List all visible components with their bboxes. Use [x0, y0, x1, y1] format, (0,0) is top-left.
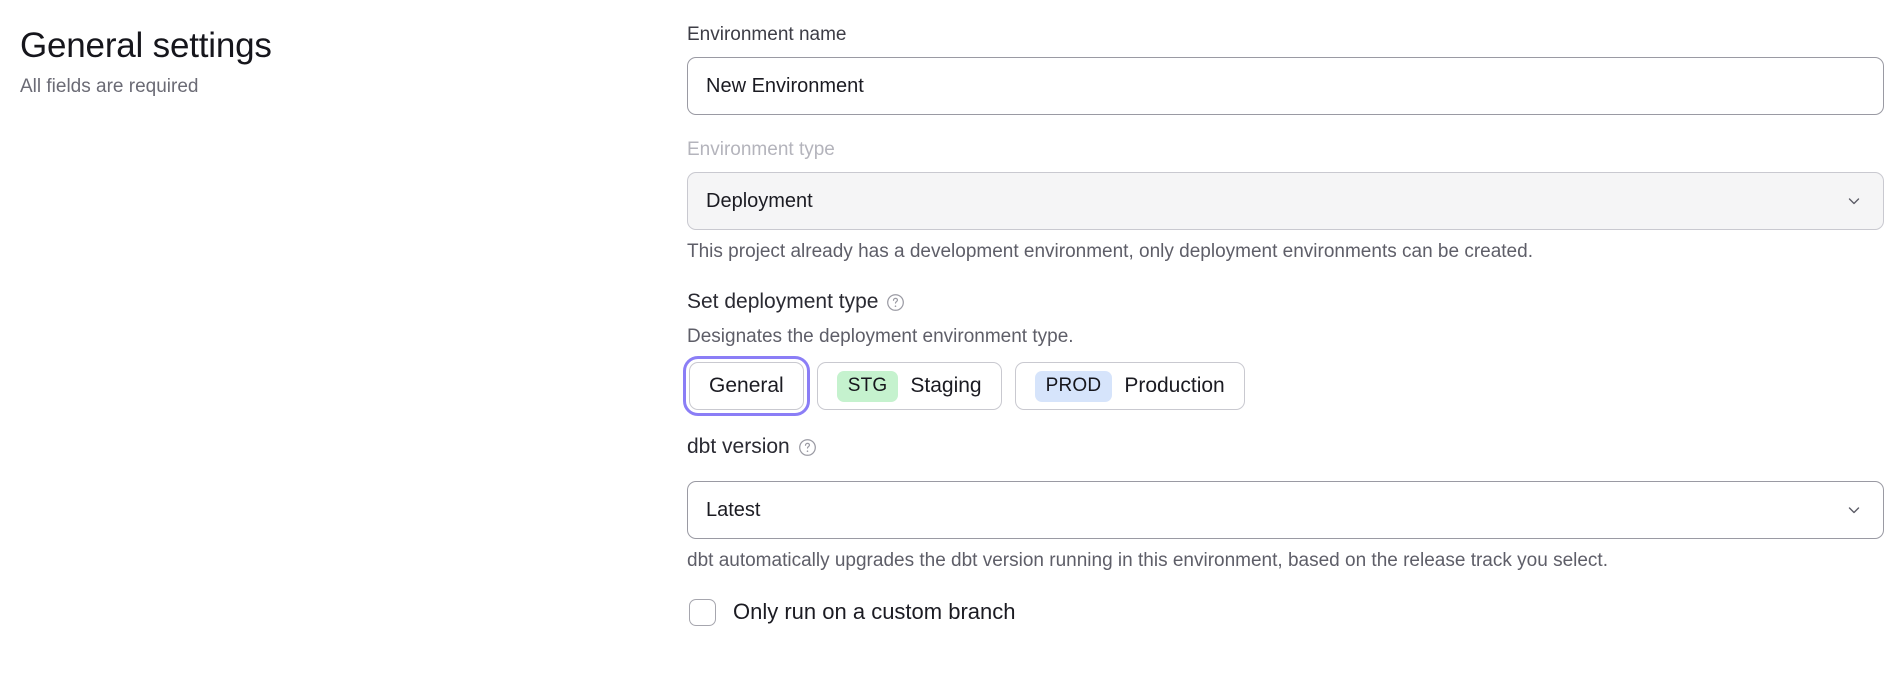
environment-type-label: Environment type	[687, 139, 835, 160]
custom-branch-row: Only run on a custom branch	[687, 598, 1884, 626]
environment-name-label: Environment name	[687, 24, 847, 45]
custom-branch-checkbox[interactable]	[689, 598, 716, 626]
dbt-version-select-value: Latest	[687, 481, 1884, 539]
help-circle-icon[interactable]	[886, 293, 905, 312]
dbt-version-heading: dbt version	[687, 433, 1884, 461]
deployment-type-heading: Set deployment type	[687, 288, 1884, 316]
environment-type-helper: This project already has a development e…	[687, 241, 1533, 262]
deployment-type-option-production-label: Production	[1124, 374, 1225, 397]
settings-intro-column: General settings All fields are required	[0, 14, 687, 100]
deployment-type-field: Set deployment type Designates the deplo…	[683, 288, 1884, 416]
deployment-type-option-general[interactable]: General	[683, 356, 810, 416]
dbt-version-select[interactable]: Latest	[687, 481, 1884, 539]
production-badge: PROD	[1034, 370, 1113, 402]
deployment-type-option-staging[interactable]: STG Staging	[816, 362, 1002, 410]
dbt-version-label: dbt version	[687, 435, 790, 458]
environment-name-input[interactable]	[687, 57, 1884, 115]
deployment-type-option-general-label: General	[709, 374, 784, 397]
page-subtitle: All fields are required	[20, 76, 199, 97]
settings-form-column: Environment name Environment type Deploy…	[683, 14, 1890, 626]
deployment-type-options: General STG Staging PROD Production	[683, 356, 1884, 416]
deployment-type-option-production[interactable]: PROD Production	[1014, 362, 1245, 410]
environment-type-select[interactable]: Deployment	[687, 172, 1884, 230]
dbt-version-field: dbt version Latest dbt automatica	[687, 433, 1884, 574]
help-circle-icon[interactable]	[798, 438, 817, 457]
environment-type-select-value: Deployment	[687, 172, 1884, 230]
deployment-type-heading-label: Set deployment type	[687, 290, 879, 313]
dbt-version-helper: dbt automatically upgrades the dbt versi…	[687, 550, 1608, 571]
environment-type-field: Environment type Deployment This project…	[687, 137, 1884, 265]
deployment-type-option-staging-label: Staging	[910, 374, 982, 397]
environment-name-field: Environment name	[687, 22, 1884, 115]
custom-branch-label: Only run on a custom branch	[733, 599, 1016, 624]
page-title: General settings	[20, 26, 272, 65]
deployment-type-helper: Designates the deployment environment ty…	[687, 326, 1074, 347]
staging-badge: STG	[836, 370, 899, 402]
